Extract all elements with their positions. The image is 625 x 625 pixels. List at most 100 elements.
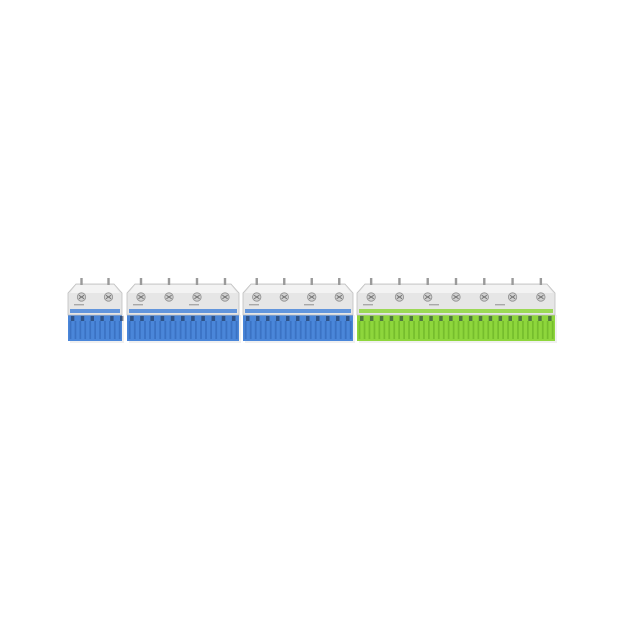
body-rib xyxy=(254,321,257,339)
entry-slot xyxy=(379,316,384,321)
body-rib xyxy=(269,321,272,339)
body-rib xyxy=(84,321,87,339)
body-rib xyxy=(189,321,192,339)
entry-slot xyxy=(201,316,205,321)
body-rib xyxy=(457,321,460,339)
body-rib xyxy=(159,321,162,339)
body-rib xyxy=(149,321,151,339)
body-rib xyxy=(358,321,361,339)
cover-marking xyxy=(249,304,259,306)
body-rib xyxy=(179,321,182,339)
body-rib xyxy=(205,321,207,339)
body-rib xyxy=(215,321,218,339)
cover-color-strip xyxy=(129,309,237,313)
entry-slot xyxy=(346,316,350,321)
screw-slot-icon xyxy=(194,294,200,300)
body-rib xyxy=(418,321,420,339)
body-rib xyxy=(210,321,212,339)
screw-post xyxy=(139,278,143,285)
entry-slot xyxy=(409,316,413,321)
screw-post xyxy=(255,278,258,285)
screw-post xyxy=(223,278,227,285)
cover-color-strip xyxy=(245,309,351,313)
screw-post xyxy=(310,278,313,285)
entry-slot xyxy=(286,316,290,321)
entry-slot xyxy=(498,316,503,321)
screw-post xyxy=(511,278,514,285)
body-rib xyxy=(398,321,400,339)
cover-marking xyxy=(429,304,439,306)
body-rib xyxy=(249,321,252,339)
entry-slot xyxy=(459,316,463,321)
entry-slot xyxy=(100,316,104,321)
block-body xyxy=(357,313,555,341)
entry-slot xyxy=(306,316,310,321)
body-rib xyxy=(447,321,450,339)
screw-post xyxy=(283,278,286,285)
screw-slot-icon xyxy=(336,294,343,300)
body-rib xyxy=(279,321,282,339)
entry-slot xyxy=(419,316,423,321)
body-rib xyxy=(388,321,391,339)
body-rib xyxy=(289,321,292,339)
screw-post xyxy=(398,278,401,285)
entry-slot xyxy=(518,316,522,321)
screw-post xyxy=(426,278,429,285)
body-rib xyxy=(174,321,177,339)
screw-slot-icon xyxy=(253,294,260,300)
body-rib xyxy=(309,321,312,339)
screw-slot-icon xyxy=(166,294,172,300)
cover-color-strip xyxy=(359,309,553,313)
cover-marking xyxy=(74,304,84,306)
body-rib xyxy=(244,321,247,339)
cover-marking xyxy=(304,304,314,306)
body-rib xyxy=(393,321,396,339)
screw-slot-icon xyxy=(538,294,544,300)
body-rib xyxy=(423,321,425,339)
cover-facet xyxy=(245,285,351,293)
body-rib xyxy=(433,321,435,339)
body-rib xyxy=(497,321,499,339)
body-rib xyxy=(195,321,197,339)
body-rib xyxy=(403,321,405,339)
screw-slot-icon xyxy=(481,294,488,300)
body-rib xyxy=(294,321,297,339)
screw-slot-icon xyxy=(138,294,144,300)
body-rib xyxy=(452,321,455,339)
body-rib xyxy=(329,321,332,339)
screw-slot-icon xyxy=(368,294,374,300)
entry-slot xyxy=(468,316,473,321)
cover-facet xyxy=(359,285,553,293)
entry-slot xyxy=(316,316,320,321)
body-rib xyxy=(522,321,524,339)
body-rib xyxy=(94,321,96,339)
screw-slot-icon xyxy=(78,294,85,300)
entry-slot xyxy=(80,316,85,321)
entry-slot xyxy=(90,316,94,321)
body-rib xyxy=(304,321,307,339)
body-rib xyxy=(368,321,371,339)
body-rib xyxy=(363,321,366,339)
body-rib xyxy=(532,321,534,339)
screw-post xyxy=(195,278,199,285)
body-rib xyxy=(154,321,156,339)
entry-slot xyxy=(429,316,433,321)
screw-post xyxy=(167,278,171,285)
entry-slot xyxy=(181,316,185,321)
block-4 xyxy=(356,278,557,343)
body-rib xyxy=(230,321,233,339)
body-rib xyxy=(442,321,445,339)
body-rib xyxy=(472,321,475,339)
body-rib xyxy=(284,321,287,339)
body-rib xyxy=(477,321,480,339)
body-rib xyxy=(512,321,514,339)
body-rib xyxy=(118,321,121,339)
entry-slot xyxy=(221,316,226,321)
entry-slot xyxy=(439,316,443,321)
entry-slot xyxy=(369,316,374,321)
screw-slot-icon xyxy=(222,294,228,300)
entry-slot xyxy=(231,316,236,321)
body-rib xyxy=(546,321,549,339)
body-rib xyxy=(437,321,440,339)
